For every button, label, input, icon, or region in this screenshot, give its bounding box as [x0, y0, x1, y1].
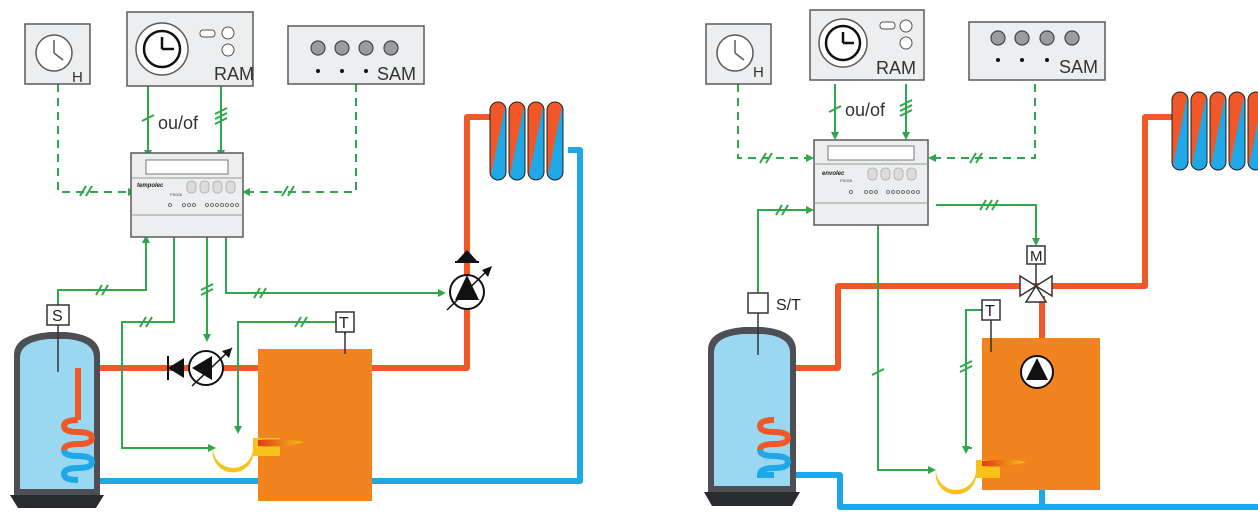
sam-buttons — [990, 30, 1080, 46]
left-ram-device: RAM — [126, 11, 254, 87]
left-burner-line — [121, 237, 210, 449]
right-burner — [935, 459, 1026, 495]
left-clock-device: H — [24, 23, 91, 86]
right-slash-marks — [759, 99, 999, 376]
left-clock-label: H — [72, 69, 83, 86]
right-valve-line — [936, 204, 1037, 240]
coil-cold — [756, 449, 792, 478]
right-thermostat-label: T — [985, 303, 995, 320]
right-ram-label: RAM — [876, 58, 916, 78]
right-clock-dashed-line — [737, 84, 806, 159]
left-controller: tempolec PS026 — [130, 152, 244, 238]
right-clock-device: H — [705, 23, 772, 85]
left-control-lines — [57, 84, 440, 449]
left-link-label: ou/of — [158, 113, 199, 133]
right-sensor-line — [757, 209, 806, 293]
left-hot-water-tank — [10, 332, 104, 508]
left-controller-brand: tempolec — [137, 183, 164, 189]
check-valve-icon — [168, 358, 184, 378]
right-diagram: ou/of H RAM SAM — [704, 9, 1258, 510]
left-radiator — [489, 101, 564, 181]
switch-icon — [199, 29, 216, 38]
left-slash-marks — [79, 107, 308, 328]
left-diagram: ou/of H RAM SAM — [10, 11, 583, 508]
right-controller-brand: envolec — [822, 171, 845, 177]
sam-buttons — [310, 40, 399, 56]
left-controller-model: PS026 — [170, 192, 183, 197]
left-hot-pipe-radiator — [372, 114, 490, 371]
coil-hot — [756, 417, 792, 451]
right-thermostat-line — [965, 309, 982, 449]
left-thermostat-label: T — [339, 315, 349, 332]
knob-icon — [221, 43, 235, 57]
three-way-valve-icon — [1019, 274, 1053, 303]
left-sensor-label: S — [52, 308, 63, 325]
left-ram-label: RAM — [214, 64, 254, 84]
switch-icon — [879, 21, 896, 30]
left-sam-device: SAM — [287, 25, 425, 85]
coil-hot — [60, 417, 96, 451]
right-mixing-valve: M — [1019, 245, 1053, 303]
left-clock-dashed-line — [57, 84, 128, 193]
right-clock-label: H — [753, 64, 764, 81]
left-circulator-pump — [446, 250, 492, 311]
right-arrowheads — [806, 132, 1040, 474]
knob-icon — [899, 19, 913, 33]
knob-icon — [899, 36, 913, 50]
right-sam-device: SAM — [968, 21, 1106, 81]
right-burner-line — [877, 225, 930, 471]
right-sensor-label: S/T — [776, 297, 801, 314]
left-sam-dashed-line — [250, 84, 357, 193]
left-circulator-line — [225, 237, 440, 294]
right-link-label: ou/of — [845, 100, 886, 120]
left-cold-return-pipe — [372, 147, 583, 484]
coil-cold — [60, 449, 96, 483]
left-burner — [212, 438, 304, 473]
right-sam-label: SAM — [1059, 57, 1098, 77]
right-cold-pipe — [774, 472, 1258, 510]
right-sam-dashed-line — [936, 84, 1036, 159]
flame-icon — [258, 439, 304, 447]
right-controller: envolec PS026 — [813, 139, 929, 226]
right-controller-model: PS026 — [840, 178, 853, 183]
right-hot-water-tank — [704, 327, 800, 506]
knob-icon — [221, 26, 235, 40]
left-sam-label: SAM — [377, 64, 416, 84]
right-radiator — [1171, 91, 1258, 171]
flame-icon — [982, 459, 1026, 467]
left-sensor-line — [57, 240, 147, 305]
right-ram-device: RAM — [809, 9, 925, 81]
right-mixing-valve-label: M — [1030, 248, 1043, 265]
left-boiler: T — [258, 311, 372, 501]
left-loading-pump — [167, 347, 233, 387]
